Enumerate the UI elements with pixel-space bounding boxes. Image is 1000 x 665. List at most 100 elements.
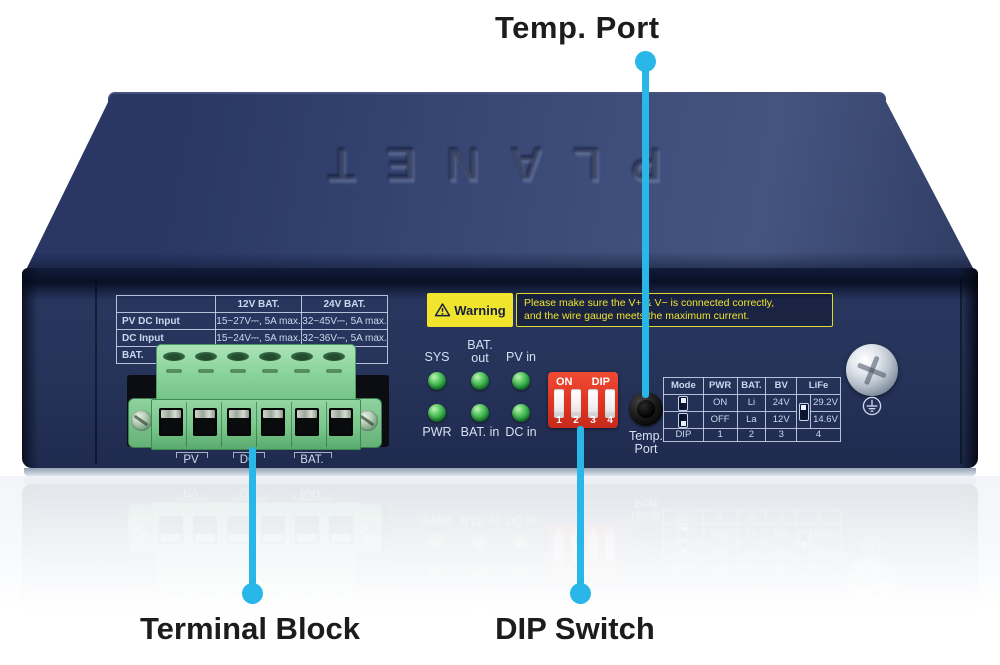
terminal-slot-4: [262, 369, 278, 373]
warning-label: Warning Please make sure the V+ & V− is …: [427, 293, 833, 327]
mode-dip-1: 1: [702, 428, 738, 442]
terminal-slot-3: [230, 369, 246, 373]
mode-header-mode: Mode: [663, 377, 704, 395]
plug-port-2-icon: [193, 408, 217, 436]
panel-left-edge: [22, 268, 38, 468]
plug-groove-2: [221, 402, 222, 447]
reflection-fade: [0, 476, 1000, 665]
dip-num-1: 1: [556, 415, 562, 426]
device: PLANET 12V BAT. 24V BAT. PV DC Input 15~…: [0, 0, 1000, 476]
spec-header-24v: 24V BAT.: [301, 295, 388, 313]
mode-off-life: 14.6V: [810, 411, 841, 429]
terminal-block-plug: [151, 399, 361, 450]
spec-row-pvdc-12v: 15~27V⎓, 5A max.: [215, 312, 302, 330]
terminal-hole-1-icon: [163, 352, 185, 361]
terminal-block-upper: [156, 344, 356, 401]
plug-port-6-icon: [329, 408, 353, 436]
terminal-hole-6-icon: [323, 352, 345, 361]
temp-port-callout-label: Temp. Port: [495, 10, 660, 45]
temp-port-callout-dot: [635, 51, 656, 72]
dip-switch-callout-line: [577, 426, 584, 593]
led-bat-out-icon: [471, 372, 489, 390]
spec-row-pvdc-24v: 32~45V⎓, 5A max.: [301, 312, 388, 330]
terminal-slot-6: [326, 369, 342, 373]
terminal-group-bat-label: BAT.: [300, 454, 324, 466]
led-bat-in-icon: [471, 404, 489, 422]
mode-off-bat: La: [736, 411, 767, 429]
dip-dip-label: DIP: [591, 376, 610, 388]
plug-port-1-icon: [159, 408, 183, 436]
spec-row-pvdc-label: PV DC Input: [115, 312, 217, 330]
dip-num-3: 3: [590, 415, 596, 426]
led-pv-in-icon: [512, 372, 530, 390]
mode-header-bat: BAT.: [736, 377, 767, 395]
life-switch-icon: [798, 402, 809, 421]
terminal-screw-right-icon: [357, 410, 378, 431]
mode-dip-label: DIP: [663, 428, 704, 442]
led-label-sys: SYS: [424, 350, 450, 364]
warning-text-line2: and the wire gauge meets the maximum cur…: [524, 310, 750, 322]
dip-switch: ON DIP 1 2 3 4: [548, 372, 618, 428]
panel-seam-right: [960, 278, 962, 464]
mode-icon-off-cell: [663, 411, 704, 429]
dip-switch-callout-label: DIP Switch: [495, 611, 655, 646]
terminal-group-pv-label: PV: [183, 454, 199, 466]
terminal-block-callout-line: [249, 447, 256, 593]
mode-off-pwr: OFF: [702, 411, 738, 429]
led-label-bat-in: BAT. in: [460, 425, 500, 439]
device-top-face: [25, 94, 975, 272]
top-face-shade: [25, 252, 975, 272]
warning-badge: Warning: [427, 293, 513, 327]
dip-num-4: 4: [607, 415, 613, 426]
plug-groove-1: [186, 402, 187, 447]
panel-screw-icon: [846, 344, 898, 396]
planet-logo-emboss: PLANET: [298, 139, 662, 191]
temp-port-label-line2: Port: [634, 442, 658, 456]
led-dc-in-icon: [512, 404, 530, 422]
led-sys-icon: [428, 372, 446, 390]
panel-right-edge: [960, 268, 978, 468]
dip-switch-1: [554, 389, 564, 418]
terminal-slot-2: [198, 369, 214, 373]
mode-dip-3: 3: [765, 428, 798, 442]
led-label-bat-out: BAT. out: [467, 338, 493, 365]
terminal-group-dc-label: DC: [239, 454, 257, 466]
mode-table: Mode PWR BAT. BV LiFe ON Li 24V 29.2V OF…: [663, 377, 841, 442]
warning-text-line1: Please make sure the V+ & V− is connecte…: [524, 297, 775, 309]
plug-port-4-icon: [261, 408, 285, 436]
dip-switch-callout-dot: [570, 583, 591, 604]
temp-port-label: Temp. Port: [616, 430, 676, 456]
switch-down-icon: [678, 412, 689, 428]
switch-up-icon: [678, 395, 689, 411]
dip-on-label: ON: [556, 376, 573, 388]
pv-bracket: [176, 452, 208, 458]
mode-dip-4: 4: [796, 428, 841, 442]
terminal-block-callout-dot: [242, 583, 263, 604]
mode-on-bat: Li: [736, 394, 767, 412]
terminal-screw-left-icon: [131, 410, 152, 431]
temp-port-label-line1: Temp.: [628, 429, 664, 443]
panel-seam-left: [95, 278, 97, 464]
mode-header-pwr: PWR: [702, 377, 738, 395]
led-label-pv-in: PV in: [506, 350, 536, 364]
warning-triangle-icon: [435, 303, 451, 317]
terminal-hole-3-icon: [227, 352, 249, 361]
spec-header-blank: [115, 295, 217, 313]
mode-header-bv: BV: [765, 377, 798, 395]
life-icon-cell: [796, 394, 812, 429]
mode-on-bv: 24V: [765, 394, 798, 412]
plug-groove-3: [256, 402, 257, 447]
plug-groove-5: [326, 402, 327, 447]
plug-port-3-icon: [227, 408, 251, 436]
mode-on-pwr: ON: [702, 394, 738, 412]
temp-port-callout-line: [642, 60, 649, 398]
device-bottom-edge: [24, 468, 976, 476]
terminal-hole-2-icon: [195, 352, 217, 361]
terminal-hole-4-icon: [259, 352, 281, 361]
mode-dip-2: 2: [736, 428, 767, 442]
plug-groove-4: [291, 402, 292, 447]
dip-num-2: 2: [573, 415, 579, 426]
terminal-hole-5-icon: [291, 352, 313, 361]
warning-text: Please make sure the V+ & V− is connecte…: [516, 293, 833, 327]
